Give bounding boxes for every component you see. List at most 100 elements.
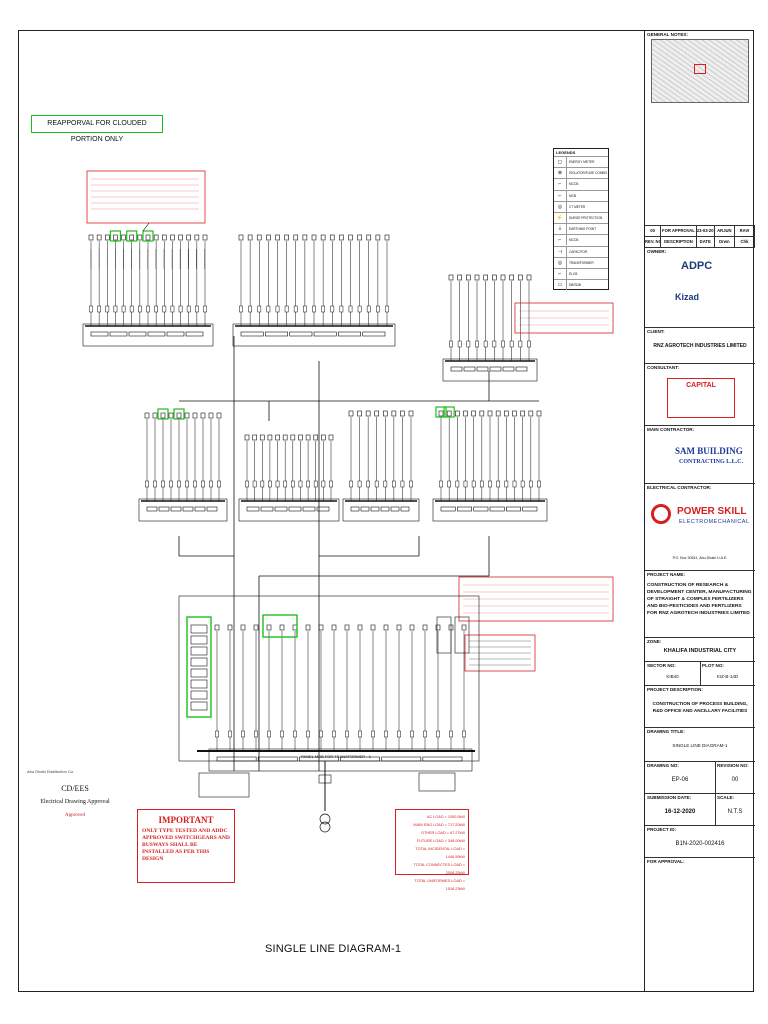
breaker-symbol: [241, 730, 245, 738]
feeder-load-tag: [382, 410, 388, 417]
legend-item-label: MCB: [569, 193, 577, 198]
meter-strip: [182, 506, 194, 512]
meter-strip: [476, 366, 489, 372]
revision-cloud: [142, 230, 154, 242]
feeder-load-tag: [256, 234, 262, 241]
feeder-load-tag: [266, 624, 272, 631]
breaker-symbol: [313, 480, 318, 488]
panel-db-2: [238, 498, 340, 522]
breaker-symbol: [357, 480, 362, 488]
legend-item: ⌐MCCB: [554, 178, 608, 190]
breaker-symbol: [528, 480, 533, 488]
breaker-symbol: [520, 480, 525, 488]
legend-symbol-icon: ◎: [554, 201, 567, 212]
legend-box: LEGENDS ◻ENERGY METER⊗ISOLATOR/FUSE COMB…: [553, 148, 609, 291]
breaker-symbol: [357, 305, 362, 313]
revision-cloud: [157, 408, 169, 420]
meter-strip: [289, 331, 313, 337]
consultant-logo-box: CAPITAL: [667, 378, 735, 418]
revision-cloud: [126, 230, 138, 242]
electrical-contractor-sub: ELECTROMECHANICAL: [679, 519, 750, 525]
meter-strip: [370, 506, 380, 512]
capacitor-philosophy-note: [458, 576, 614, 622]
capacitor-step: [190, 679, 208, 689]
feeder-load-tag: [518, 274, 523, 281]
contractor-address: P.O. Box 30541, Abu Dhabi U.A.E.: [672, 556, 728, 560]
busbar-label: PANEL MDB FOR TRANSFORMER - 1: [301, 754, 372, 759]
load-summary-line: TOTAL UNIFORMED LOAD = 1516.23kW: [414, 879, 465, 891]
breaker-symbol: [466, 340, 471, 348]
sector-value: KIB40: [666, 674, 679, 679]
capacitor-step: [190, 668, 208, 678]
breaker-symbol: [366, 480, 370, 488]
breaker-symbol: [209, 480, 213, 488]
breaker-symbol: [195, 305, 199, 313]
meter-detail: [418, 772, 456, 792]
feeder-load-tag: [455, 410, 460, 417]
revision-cloud: [443, 406, 455, 418]
panel-db-4: [432, 498, 548, 522]
reapproval-note-text: REAPPORVAL FOR CLOUDED PORTION ONLY: [47, 120, 147, 143]
legend-item-label: CT METER: [569, 204, 586, 209]
feeder-load-tag: [487, 410, 493, 417]
feeder-load-tag: [313, 434, 319, 441]
feeder-load-tag: [495, 410, 501, 417]
meter-strip: [390, 506, 400, 512]
feeder-load-tag: [305, 624, 311, 631]
feeder-load-tag: [168, 412, 174, 419]
breaker-symbol: [217, 480, 221, 488]
breaker-symbol: [283, 480, 288, 488]
revision-cell: DATE: [697, 237, 715, 247]
feeder-load-tag: [298, 434, 303, 441]
breaker-symbol: [298, 480, 303, 488]
feeder-load-tag: [129, 234, 135, 241]
breaker-symbol: [376, 305, 380, 313]
for-approval-section: FOR APPROVAL:: [645, 858, 755, 991]
feeder-load-tag: [536, 410, 542, 417]
meter-strip: [265, 331, 288, 337]
legend-symbol-icon: ⊗: [554, 168, 567, 179]
breaker-symbol: [215, 730, 219, 738]
feeder-load-tag: [318, 624, 324, 631]
load-summary-line: FUTURE LOAD = 348.00kW: [416, 839, 465, 843]
feeder-load-tag: [253, 624, 259, 631]
breaker-symbol: [89, 305, 93, 313]
legend-item: ◻ENERGY METER: [554, 156, 608, 168]
drawing-title-text: SINGLE LINE DIAGRAM-1: [265, 943, 402, 955]
breaker-symbol: [293, 730, 297, 738]
project-description-label: PROJECT DESCRIPTION:: [647, 687, 703, 692]
revision-cell: Chk: [735, 237, 755, 247]
feeder-load-tag: [329, 234, 335, 241]
breaker-symbol: [321, 480, 326, 488]
meter-strip: [450, 366, 463, 372]
panel-smdb-2: [232, 323, 396, 347]
legend-item: ⌐ELCB: [554, 267, 608, 279]
breaker-symbol: [153, 480, 157, 488]
feeder-load-tag: [311, 234, 317, 241]
feeder-load-tag: [113, 234, 118, 241]
breaker-symbol: [518, 340, 523, 348]
meter-strip: [216, 756, 257, 762]
feeder-load-tag: [240, 624, 246, 631]
meter-strip: [185, 331, 204, 337]
feeder-load-tag: [214, 624, 220, 631]
meter-strip: [158, 506, 170, 512]
feeder-load-tag: [88, 234, 94, 241]
legend-symbol-icon: ◻: [554, 157, 567, 168]
sector-label: SECTOR NO:: [647, 663, 676, 668]
legend-symbol-icon: ⌐: [554, 190, 567, 201]
feeder-load-tag: [348, 410, 354, 417]
feeder-load-tag: [365, 410, 371, 417]
meter-strip: [350, 506, 360, 512]
feeder-load-tag: [137, 234, 143, 241]
electrical-contractor-name: POWER SKILL: [677, 506, 747, 517]
breaker-symbol: [345, 730, 349, 738]
meter-strip: [260, 506, 274, 512]
meter-strip: [489, 366, 502, 372]
stamp-status: Approved: [65, 813, 85, 818]
feeder-load-tag: [202, 234, 208, 241]
revision-cell: ARJUN: [715, 226, 735, 236]
consultant-label: CONSULTANT:: [647, 365, 679, 370]
